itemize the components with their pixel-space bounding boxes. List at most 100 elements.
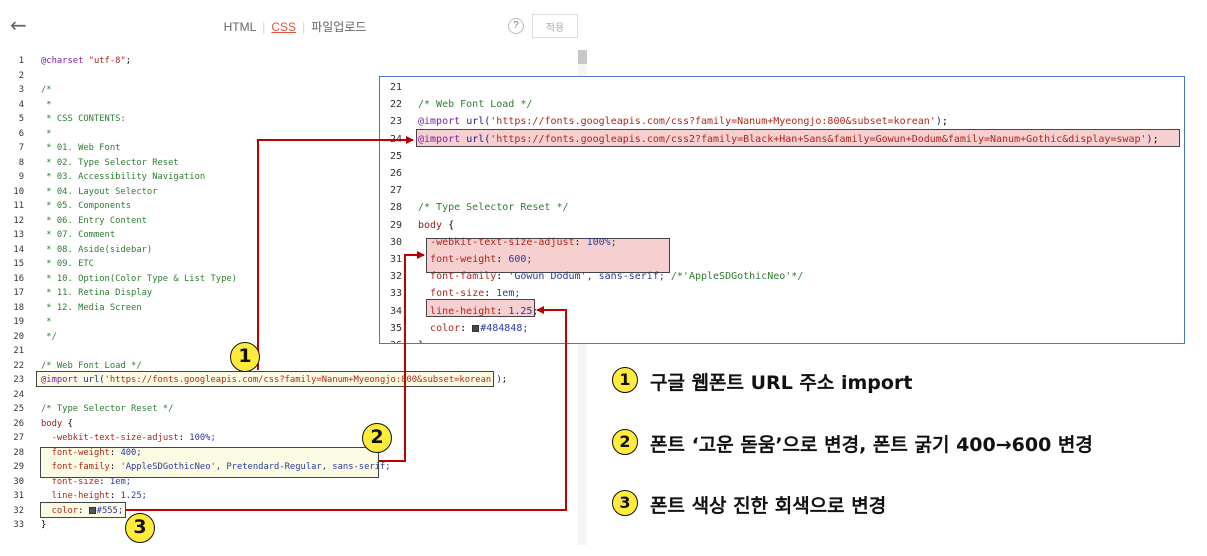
code-text: * 10. Option(Color Type & List Type): [41, 273, 237, 284]
code-line[interactable]: 2: [0, 69, 580, 84]
code-line[interactable]: 9 * 03. Accessibility Navigation: [0, 170, 580, 185]
code-text: -webkit-text-size-adjust: 100%;: [51, 433, 216, 443]
code-line[interactable]: 15 * 09. ETC: [0, 257, 580, 272]
code-line[interactable]: 13 * 07. Comment: [0, 228, 580, 243]
code-text: @import url('https://fonts.googleapis.co…: [418, 133, 1159, 145]
popup-code-line: 33 font-size: 1em;: [380, 285, 1180, 302]
line-number: 6: [18, 128, 24, 139]
line-number: 12: [13, 215, 24, 226]
line-number: 29: [13, 462, 24, 472]
legend-text-1: 구글 웹폰트 URL 주소 import: [650, 372, 913, 394]
legend-badge-2: 2: [612, 429, 638, 455]
popup-code-line: 21: [380, 79, 1180, 96]
code-line[interactable]: 19 *: [0, 315, 580, 330]
code-text: color: #484848;: [430, 322, 529, 334]
line-number: 27: [389, 185, 402, 197]
tab-html[interactable]: HTML: [223, 20, 257, 34]
code-line[interactable]: 29 font-family: 'AppleSDGothicNeo', Pret…: [0, 460, 580, 475]
callout-badge-3: 3: [125, 513, 155, 543]
back-arrow-icon[interactable]: ←: [10, 13, 27, 37]
line-number: 20: [13, 331, 24, 342]
code-line[interactable]: 31 line-height: 1.25;: [0, 489, 580, 504]
help-icon[interactable]: ?: [508, 18, 524, 34]
code-text: /* Web Font Load */: [41, 360, 142, 371]
line-number: 32: [13, 505, 24, 516]
line-number: 11: [13, 201, 24, 211]
code-line[interactable]: 3/*: [0, 83, 580, 98]
popup-code-line: 36}: [380, 337, 1180, 343]
tab-divider: |: [302, 20, 306, 34]
code-text: body {: [418, 219, 455, 231]
code-line[interactable]: 21: [0, 344, 580, 359]
popup-code-line: 34 line-height: 1.25;: [380, 303, 1180, 320]
code-line[interactable]: 10 * 04. Layout Selector: [0, 185, 580, 200]
code-line[interactable]: 8 * 02. Type Selector Reset: [0, 156, 580, 171]
code-text: * 07. Comment: [41, 230, 116, 240]
code-line[interactable]: 16 * 10. Option(Color Type & List Type): [0, 272, 580, 287]
popup-code-line: 32 font-family: 'Gowun Dodum', sans-seri…: [380, 268, 1180, 285]
code-line[interactable]: 14 * 08. Aside(sidebar): [0, 243, 580, 258]
code-text: /*: [41, 85, 52, 95]
line-number: 33: [389, 288, 402, 300]
code-line[interactable]: 32 color: #555;: [0, 504, 580, 519]
code-line[interactable]: 12 * 06. Entry Content: [0, 214, 580, 229]
line-number: 35: [389, 322, 402, 334]
code-line[interactable]: 24: [0, 388, 580, 403]
code-text: * 12. Media Screen: [41, 302, 142, 313]
tab-file-upload[interactable]: 파일업로드: [311, 20, 367, 34]
line-number: 16: [13, 273, 24, 284]
code-line[interactable]: 27 -webkit-text-size-adjust: 100%;: [0, 431, 580, 446]
line-number: 27: [13, 433, 24, 443]
code-line[interactable]: 18 * 12. Media Screen: [0, 301, 580, 316]
line-number: 21: [13, 346, 24, 356]
code-text: */: [41, 331, 57, 342]
callout-badge-1: 1: [230, 342, 260, 372]
highlight-font-lines: [40, 447, 379, 478]
highlight-import-line: [36, 371, 494, 387]
code-text: @charset "utf-8";: [41, 56, 132, 66]
code-line[interactable]: 7 * 01. Web Font: [0, 141, 580, 156]
code-line[interactable]: 4 *: [0, 98, 580, 113]
code-text: * 06. Entry Content: [41, 215, 147, 226]
code-line[interactable]: 11 * 05. Components: [0, 199, 580, 214]
line-number: 36: [380, 337, 402, 343]
code-text: font-family: 'AppleSDGothicNeo', Pretend…: [51, 462, 391, 472]
code-text: * 03. Accessibility Navigation: [41, 172, 206, 182]
line-number: 33: [13, 520, 24, 530]
code-line[interactable]: 30 font-size: 1em;: [0, 475, 580, 490]
code-line[interactable]: 6 *: [0, 127, 580, 142]
line-number: 32: [389, 271, 402, 283]
apply-button[interactable]: 적용: [532, 14, 578, 38]
code-line[interactable]: 1@charset "utf-8";: [0, 54, 580, 69]
line-number: 22: [389, 99, 402, 111]
code-line[interactable]: 23@import url('https://fonts.googleapis.…: [0, 373, 580, 388]
line-number: 9: [18, 172, 24, 182]
line-number: 24: [13, 389, 24, 400]
tab-css[interactable]: CSS: [271, 20, 297, 34]
popup-code-line: 28 /* Type Selector Reset */: [380, 199, 1180, 216]
popup-code-line: 27: [380, 182, 1180, 199]
line-number: 28: [389, 202, 402, 214]
code-line[interactable]: 22/* Web Font Load */: [0, 359, 580, 374]
line-number: 21: [389, 82, 402, 93]
code-line[interactable]: 25/* Type Selector Reset */: [0, 402, 580, 417]
code-text: color: #555;: [51, 505, 124, 516]
code-text: *: [41, 128, 52, 139]
popup-code-line: 31 font-weight: 600;: [380, 251, 1180, 268]
editor-scrollbar-thumb[interactable]: [578, 50, 587, 64]
code-line[interactable]: 17 * 11. Retina Display: [0, 286, 580, 301]
code-line[interactable]: 33}: [0, 518, 580, 533]
arrow-2: [379, 251, 425, 462]
code-text: * 05. Components: [41, 201, 132, 211]
code-line[interactable]: 28 font-weight: 400;: [0, 446, 580, 461]
line-number: 18: [13, 302, 24, 313]
code-text: @import url('https://fonts.googleapis.co…: [418, 116, 948, 128]
line-number: 13: [13, 230, 24, 240]
code-text: /* Type Selector Reset */: [418, 202, 569, 214]
line-number: 2: [18, 70, 24, 81]
code-line[interactable]: 20 */: [0, 330, 580, 345]
line-number: 23: [389, 116, 402, 128]
code-line[interactable]: 5 * CSS CONTENTS:: [0, 112, 580, 127]
legend-badge-1: 1: [612, 367, 638, 393]
